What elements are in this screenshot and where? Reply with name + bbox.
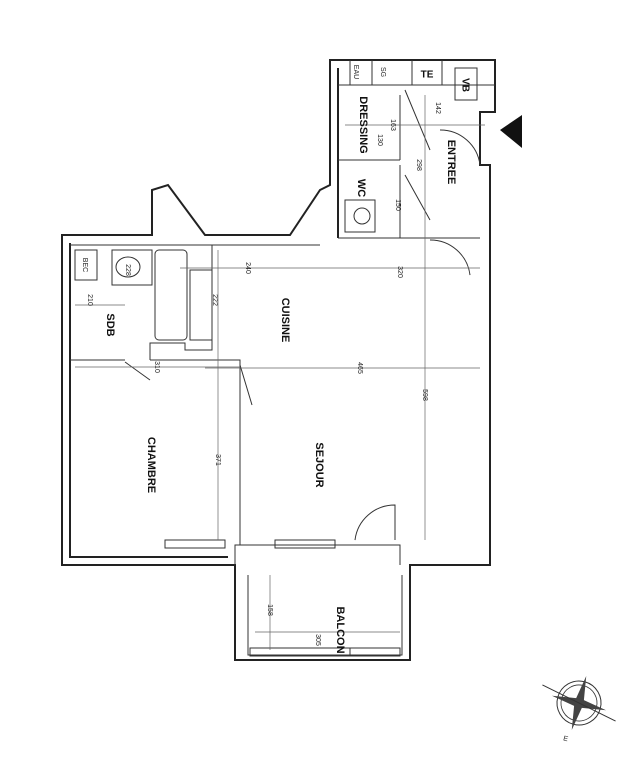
dimension-label: 305 (314, 634, 321, 646)
svg-text:E: E (562, 735, 569, 743)
room-label: BALCON (334, 606, 346, 653)
fixture-label: VB (459, 78, 470, 92)
dimension-label: 142 (434, 102, 441, 114)
dimension-label: 465 (356, 362, 363, 374)
dimension-label: 320 (396, 266, 403, 278)
dimension-label: 163 (389, 119, 396, 131)
dimension-label: 210 (86, 294, 93, 306)
room-label: DRESSING (357, 96, 369, 153)
dimension-label: 150 (394, 199, 401, 211)
fixture-label: TE (421, 70, 434, 81)
dimension-label: 158 (266, 604, 273, 616)
fixture-label: EAU (352, 65, 359, 79)
room-label: CHAMBRE (145, 437, 157, 493)
interior-walls (70, 60, 495, 657)
room-label: ENTREE (445, 140, 457, 185)
dimension-label: 598 (421, 389, 428, 401)
outer-walls (61, 59, 496, 661)
dimension-label: 240 (244, 262, 251, 274)
dimension-label: 222 (211, 294, 218, 306)
room-label: WC (355, 179, 367, 197)
fixture-label: SG (379, 67, 386, 77)
dimension-label: 371 (214, 454, 221, 466)
dimension-label: 130 (376, 134, 383, 146)
entrance-arrow-icon (500, 115, 522, 148)
compass-rose-icon: E (542, 675, 616, 743)
room-label: SEJOUR (313, 442, 325, 487)
fixture-label: BEC (81, 258, 88, 272)
room-label: CUISINE (279, 298, 291, 343)
room-label: SDB (104, 313, 116, 336)
dimension-label: 298 (415, 159, 422, 171)
dimension-label: 310 (153, 361, 160, 373)
dimension-label: 228 (124, 264, 131, 276)
